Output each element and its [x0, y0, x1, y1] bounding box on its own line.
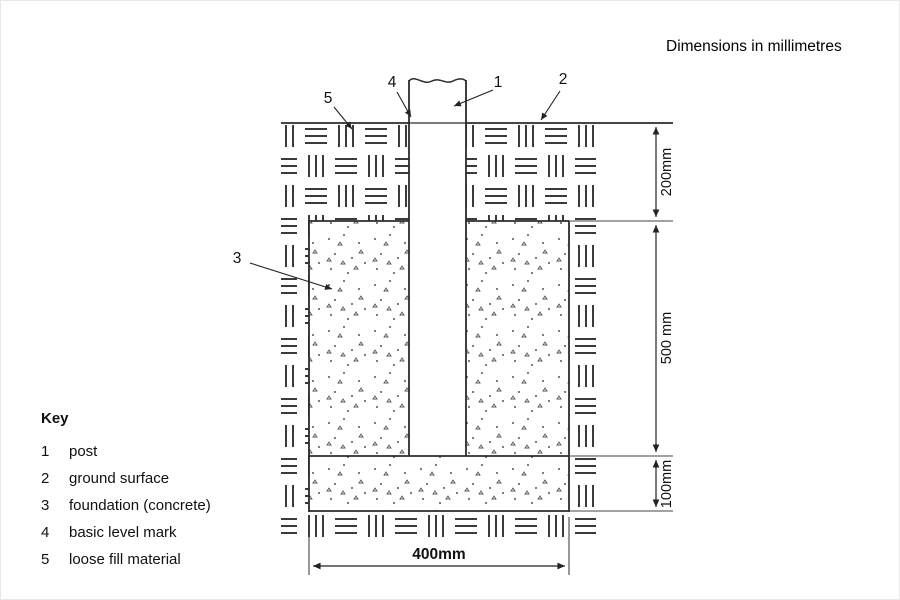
- leader-line-2: [540, 90, 561, 121]
- key-item-num: 4: [41, 524, 50, 541]
- callout-2-ground-surface: 2: [559, 71, 568, 88]
- callout-4-basic-level-mark: 4: [388, 74, 397, 91]
- key-item-label: ground surface: [69, 470, 170, 487]
- concrete-foundation-left-stipple: [309, 221, 409, 456]
- key-item-label: basic level mark: [69, 524, 177, 541]
- leader-line-1: [453, 89, 494, 107]
- key-item-num: 3: [41, 497, 50, 514]
- key-item-ground-surface: 2 ground surface: [41, 465, 211, 492]
- key-item-label: loose fill material: [69, 551, 181, 568]
- extension-lines: [308, 220, 673, 575]
- key-legend: Key 1 post 2 ground surface 3 foundation…: [41, 405, 211, 573]
- leader-lines: [249, 89, 561, 290]
- callout-1-post: 1: [494, 74, 503, 91]
- dim-label-200mm: 200mm: [659, 148, 675, 196]
- soil-right-column: [569, 221, 596, 541]
- dimension-lines: [313, 127, 660, 570]
- key-item-num: 2: [41, 470, 50, 487]
- concrete-base-pad-stipple: [309, 456, 569, 511]
- leader-line-5: [333, 106, 353, 130]
- loose-fill-right: [466, 123, 596, 221]
- units-note: Dimensions in millimetres: [666, 38, 842, 55]
- loose-fill-left: [281, 123, 409, 221]
- key-item-post: 1 post: [41, 438, 211, 465]
- key-item-label: post: [69, 443, 98, 460]
- post-break-line: [408, 78, 467, 83]
- callout-5-loose-fill: 5: [324, 90, 333, 107]
- key-item-num: 5: [41, 551, 50, 568]
- soil-below-foundation: [309, 511, 569, 541]
- dim-label-500mm: 500 mm: [659, 312, 675, 364]
- key-item-label: foundation (concrete): [69, 497, 211, 514]
- dim-label-400mm: 400mm: [412, 546, 465, 563]
- dim-label-100mm: 100mm: [659, 460, 675, 508]
- key-item-foundation: 3 foundation (concrete): [41, 492, 211, 519]
- structure-lines: [281, 80, 673, 512]
- soil-left-column: [281, 221, 309, 541]
- key-item-loose-fill: 5 loose fill material: [41, 546, 211, 573]
- key-heading: Key: [41, 410, 69, 427]
- leader-line-3: [249, 262, 333, 290]
- key-item-num: 1: [41, 443, 50, 460]
- key-item-basic-level-mark: 4 basic level mark: [41, 519, 211, 546]
- concrete-foundation-right-stipple: [466, 221, 569, 456]
- callout-3-foundation: 3: [233, 250, 242, 267]
- leader-line-4: [396, 91, 412, 118]
